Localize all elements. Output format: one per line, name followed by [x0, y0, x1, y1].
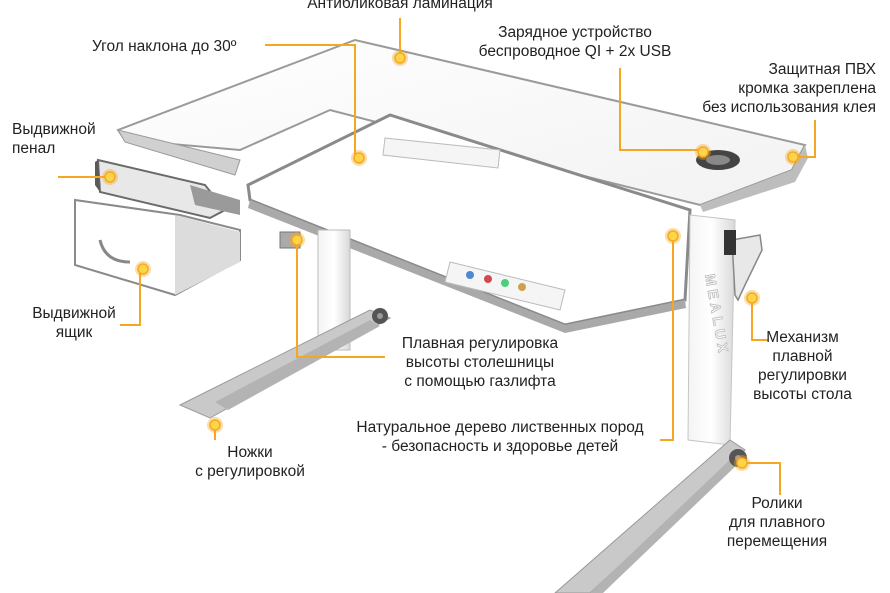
marker-dot: [665, 228, 681, 244]
marker-dot: [102, 169, 118, 185]
leader-drawer: [120, 270, 141, 326]
label-lamination: Антибликовая ламинация: [307, 0, 493, 12]
label-tilt: Угол наклона до 30º: [92, 38, 237, 55]
marker-dot: [351, 150, 367, 166]
label-rollers: Ролики для плавного перемещения: [726, 495, 828, 550]
label-mechanism: Механизм плавной регулировки высоты стол…: [753, 329, 852, 403]
right-foot: [554, 439, 746, 593]
label-gaslift: Плавная регулировка высоты столешницы с …: [401, 335, 559, 390]
label-wood: Натуральное дерево лиственных пород - бе…: [356, 419, 644, 455]
leader-gaslift: [296, 240, 385, 358]
leader-mechanism: [751, 300, 768, 341]
left-foot: [178, 309, 392, 419]
back-tabletop: [116, 38, 807, 207]
label-drawer: Выдвижной ящик: [32, 305, 116, 341]
label-charger: Зарядное устройство беспроводное QI + 2x…: [478, 24, 672, 60]
label-legs: Ножки с регулировкой: [195, 444, 305, 480]
marker-dot: [734, 455, 750, 471]
marker-dot: [207, 417, 223, 433]
marker-dot: [785, 149, 801, 165]
marker-dot: [744, 290, 760, 306]
marker-dot: [135, 261, 151, 277]
leader-wood: [660, 237, 674, 441]
leader-edge: [795, 120, 816, 158]
label-edge: Защитная ПВХ кромка закреплена без испол…: [702, 61, 876, 116]
label-pencil-case: Выдвижной пенал: [12, 121, 96, 157]
callout-lines: [58, 18, 816, 495]
markers: [102, 50, 801, 471]
marker-dot: [695, 144, 711, 160]
marker-dot: [289, 232, 305, 248]
leader-charger: [619, 68, 703, 151]
marker-dot: [392, 50, 408, 66]
leader-tilt: [265, 44, 356, 158]
desk-illustration: MEALUX: [74, 38, 808, 593]
back-right-edge: [700, 145, 808, 212]
back-tabletop-edge: [116, 129, 241, 176]
crank-handle: [731, 234, 763, 302]
leader-rollers: [742, 462, 781, 495]
